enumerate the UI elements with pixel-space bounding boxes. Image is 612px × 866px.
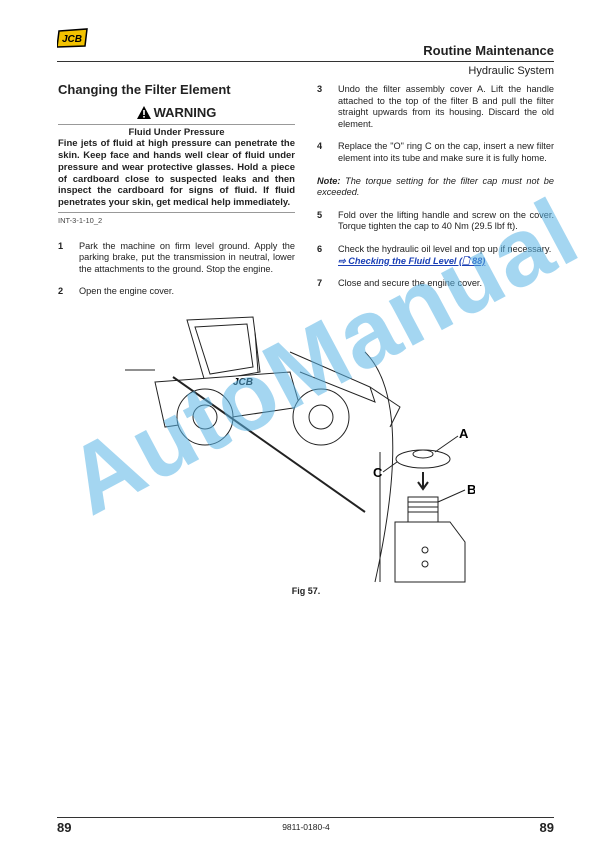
step-6: 6 Check the hydraulic oil level and top u… bbox=[317, 244, 554, 267]
step-number: 3 bbox=[317, 84, 323, 94]
step-text: Open the engine cover. bbox=[79, 286, 175, 297]
warning-divider bbox=[58, 211, 295, 213]
step-number: 4 bbox=[317, 141, 323, 152]
step-text: Fold over the lifting handle and screw o… bbox=[338, 209, 554, 232]
label-c: C bbox=[373, 465, 383, 480]
document-number: 9811-0180-4 bbox=[282, 822, 330, 832]
step-1: 1 Park the machine on firm level ground. … bbox=[58, 241, 295, 276]
step-2: 2 Open the engine cover. bbox=[58, 286, 295, 298]
checking-fluid-level-link[interactable]: ⇨ Checking the Fluid Level (🗋 88) bbox=[338, 255, 486, 266]
section-title: Changing the Filter Element bbox=[58, 82, 231, 97]
step-number: 5 bbox=[317, 209, 323, 220]
page-number-right: 89 bbox=[539, 820, 554, 835]
header-divider bbox=[57, 61, 554, 62]
step-number: 6 bbox=[317, 243, 323, 254]
step-text: Check the hydraulic oil level and top up… bbox=[338, 243, 552, 254]
warning-body: Fine jets of fluid at high pressure can … bbox=[58, 138, 295, 209]
step-number: 1 bbox=[58, 240, 64, 251]
label-a: A bbox=[459, 426, 469, 441]
warning-label: WARNING bbox=[153, 104, 217, 120]
filter-figure: JCB A C B bbox=[125, 316, 475, 583]
step-text: Replace the "O" ring C on the cap, inser… bbox=[338, 141, 554, 163]
note: Note: The torque setting for the filter … bbox=[317, 176, 554, 199]
step-number: 7 bbox=[317, 278, 323, 289]
note-text: The torque setting for the filter cap mu… bbox=[317, 175, 554, 198]
header-subtitle: Hydraulic System bbox=[468, 65, 554, 77]
footer-divider bbox=[57, 817, 554, 818]
leader-line bbox=[172, 376, 366, 513]
machine-logo: JCB bbox=[233, 377, 253, 388]
filter-illustration bbox=[394, 449, 466, 583]
warning-code: INT-3-1-10_2 bbox=[58, 215, 103, 225]
warning-icon bbox=[136, 105, 151, 119]
svg-text:JCB: JCB bbox=[62, 34, 82, 45]
warning-heading: WARNING bbox=[58, 104, 295, 120]
warning-divider bbox=[58, 123, 295, 125]
step-3: 3 Undo the filter assembly cover A. Lift … bbox=[317, 84, 554, 130]
step-text: Close and secure the engine cover. bbox=[338, 278, 483, 289]
figure-caption: Fig 57. bbox=[291, 586, 321, 596]
jcb-logo: JCB bbox=[57, 28, 88, 48]
header-title: Routine Maintenance bbox=[423, 43, 554, 58]
label-b: B bbox=[467, 482, 475, 497]
loader-illustration: JCB bbox=[125, 316, 401, 583]
note-label: Note: bbox=[317, 175, 341, 186]
step-number: 2 bbox=[58, 286, 64, 297]
step-5: 5 Fold over the lifting handle and screw … bbox=[317, 210, 554, 233]
step-4: 4 Replace the "O" ring C on the cap, inse… bbox=[317, 141, 554, 164]
step-text: Undo the filter assembly cover A. Lift t… bbox=[338, 84, 554, 129]
left-column: Changing the Filter Element WARNING Flui… bbox=[58, 82, 295, 309]
right-column: 3 Undo the filter assembly cover A. Lift … bbox=[317, 84, 554, 301]
step-text: Park the machine on firm level ground. A… bbox=[79, 240, 295, 274]
step-7: 7 Close and secure the engine cover. bbox=[317, 278, 554, 290]
page-number-left: 89 bbox=[57, 820, 72, 835]
warning-title: Fluid Under Pressure bbox=[128, 126, 225, 138]
